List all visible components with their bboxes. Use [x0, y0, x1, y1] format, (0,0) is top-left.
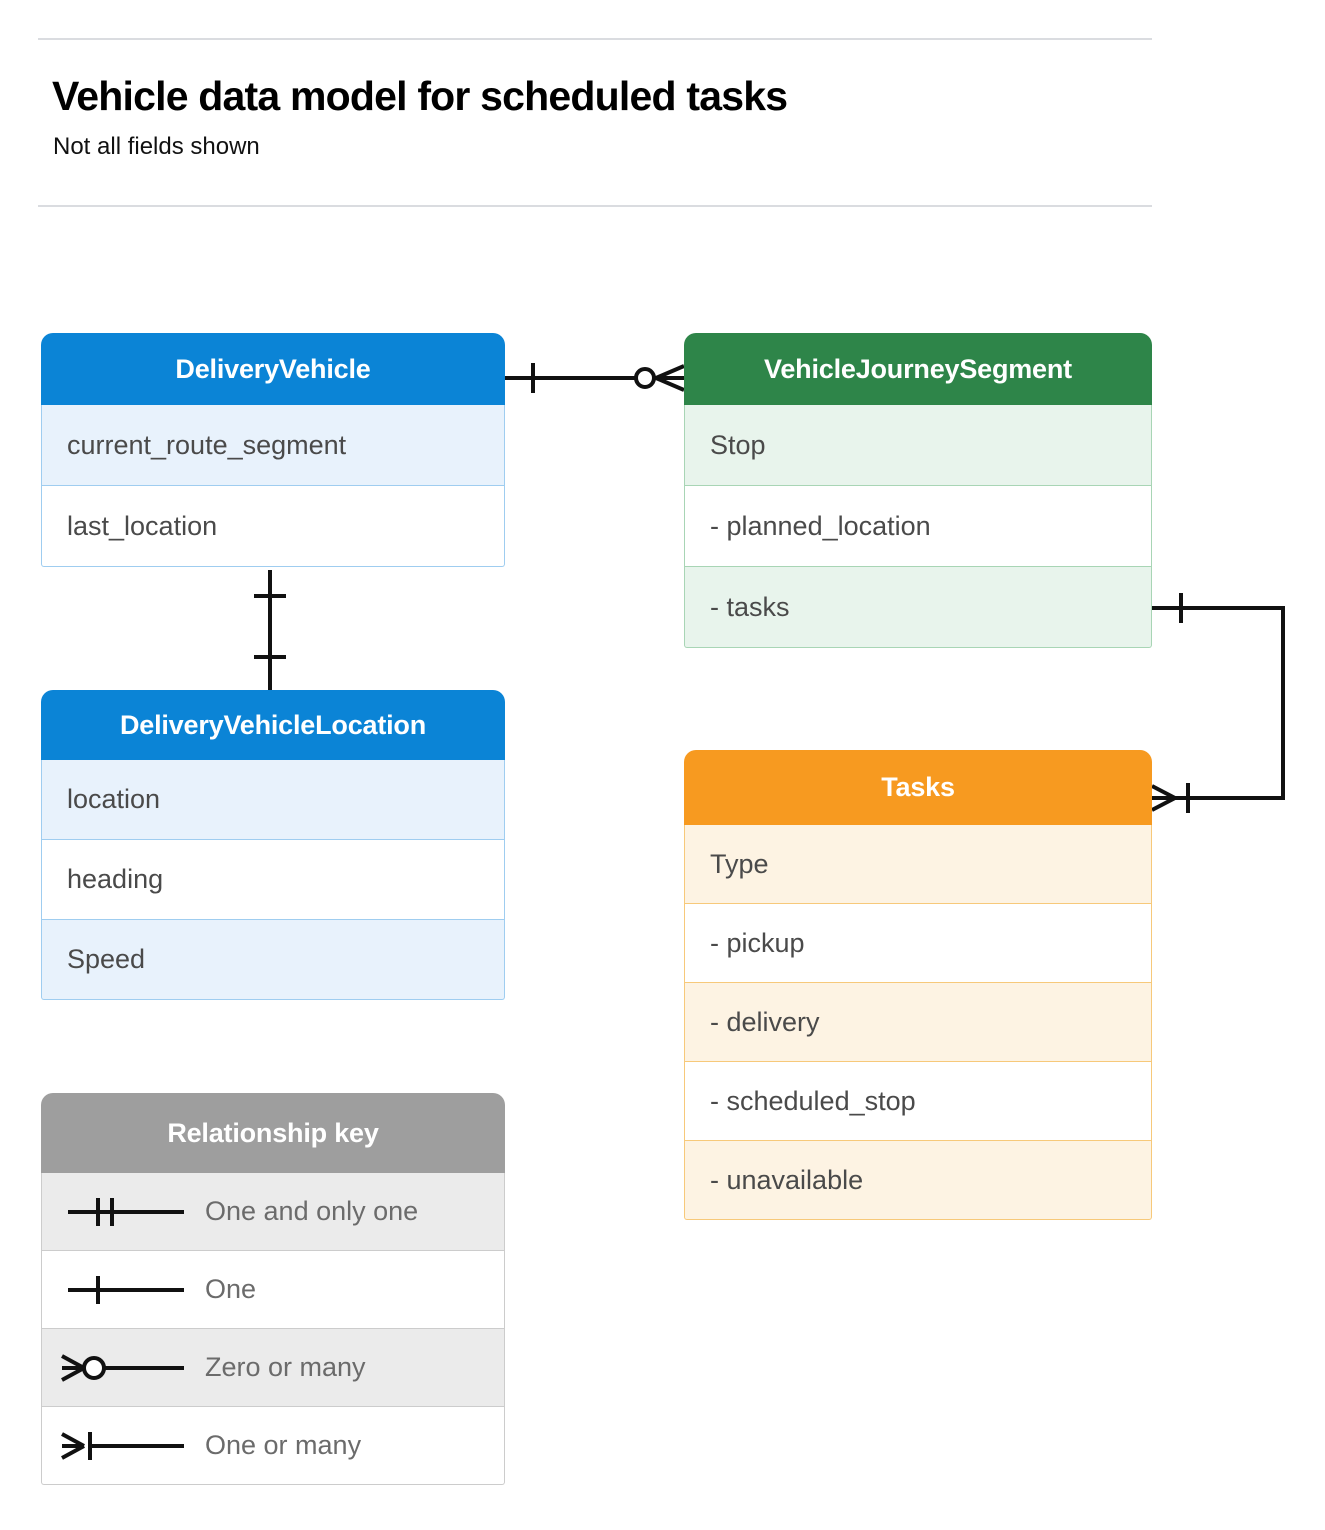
- page-subtitle: Not all fields shown: [53, 133, 260, 160]
- entity-field-row[interactable]: Stop: [684, 405, 1152, 486]
- entity-field-label: heading: [67, 864, 164, 894]
- connector-deliveryvehicle-vehiclejourneysegment: [505, 363, 685, 393]
- one-icon: [42, 1270, 205, 1310]
- legend-title: Relationship key: [41, 1093, 505, 1173]
- entity-deliveryvehiclelocation[interactable]: DeliveryVehicleLocation location heading…: [41, 690, 505, 1000]
- legend-item-label: Zero or many: [205, 1352, 366, 1382]
- entity-vehiclejourneysegment[interactable]: VehicleJourneySegment Stop - planned_loc…: [684, 333, 1152, 648]
- entity-field-row[interactable]: - pickup: [684, 904, 1152, 983]
- legend-item-zero-or-many[interactable]: Zero or many: [41, 1329, 505, 1407]
- legend-item-one-and-only-one[interactable]: One and only one: [41, 1173, 505, 1251]
- entity-field-label: Stop: [710, 429, 766, 460]
- entity-field-label: location: [67, 784, 161, 814]
- entity-field-row[interactable]: - unavailable: [684, 1141, 1152, 1220]
- entity-field-row[interactable]: last_location: [41, 486, 505, 567]
- entity-title: DeliveryVehicleLocation: [41, 690, 505, 760]
- entity-field-row[interactable]: Type: [684, 825, 1152, 904]
- entity-field-label: last_location: [67, 510, 218, 541]
- entity-field-row[interactable]: location: [41, 760, 505, 840]
- entity-field-label: - unavailable: [710, 1164, 864, 1195]
- legend-item-label: One or many: [205, 1430, 362, 1460]
- connector-vehiclejourneysegment-tasks: [1151, 593, 1285, 813]
- header-divider-bottom: [38, 205, 1152, 207]
- entity-tasks[interactable]: Tasks Type - pickup - delivery - schedul…: [684, 750, 1152, 1220]
- one-or-many-icon: [42, 1426, 205, 1466]
- entity-field-row[interactable]: Speed: [41, 920, 505, 1000]
- entity-field-label: - pickup: [710, 927, 805, 958]
- entity-field-label: - tasks: [710, 591, 790, 622]
- one-and-only-one-icon: [42, 1192, 205, 1232]
- entity-deliveryvehicle[interactable]: DeliveryVehicle current_route_segment la…: [41, 333, 505, 567]
- entity-field-row[interactable]: - tasks: [684, 567, 1152, 648]
- entity-field-label: current_route_segment: [67, 429, 347, 460]
- zero-or-many-icon: [42, 1348, 205, 1388]
- entity-field-row[interactable]: heading: [41, 840, 505, 920]
- entity-title: DeliveryVehicle: [41, 333, 505, 405]
- entity-field-label: - scheduled_stop: [710, 1085, 916, 1116]
- entity-field-row[interactable]: - scheduled_stop: [684, 1062, 1152, 1141]
- legend-item-label: One: [205, 1274, 257, 1304]
- entity-field-row[interactable]: current_route_segment: [41, 405, 505, 486]
- page-title: Vehicle data model for scheduled tasks: [52, 73, 788, 119]
- entity-field-row[interactable]: - delivery: [684, 983, 1152, 1062]
- relationship-key-legend[interactable]: Relationship key One and only one One: [41, 1093, 505, 1485]
- entity-field-label: Type: [710, 848, 769, 879]
- legend-item-label: One and only one: [205, 1196, 419, 1226]
- entity-title: VehicleJourneySegment: [684, 333, 1152, 405]
- legend-item-one[interactable]: One: [41, 1251, 505, 1329]
- entity-field-label: - planned_location: [710, 510, 931, 541]
- entity-field-label: - delivery: [710, 1006, 820, 1037]
- connector-deliveryvehicle-deliveryvehiclelocation: [254, 570, 286, 690]
- header-divider-top: [38, 38, 1152, 40]
- entity-field-label: Speed: [67, 944, 146, 974]
- entity-field-row[interactable]: - planned_location: [684, 486, 1152, 567]
- entity-title: Tasks: [684, 750, 1152, 825]
- legend-item-one-or-many[interactable]: One or many: [41, 1407, 505, 1485]
